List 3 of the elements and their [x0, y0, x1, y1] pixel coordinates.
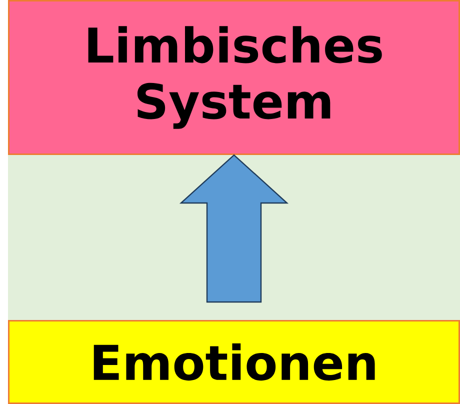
text-box: Limbisches System — [8, 0, 460, 155]
block-arrow — [179, 154, 289, 303]
text-box: Emotionen — [8, 320, 460, 404]
